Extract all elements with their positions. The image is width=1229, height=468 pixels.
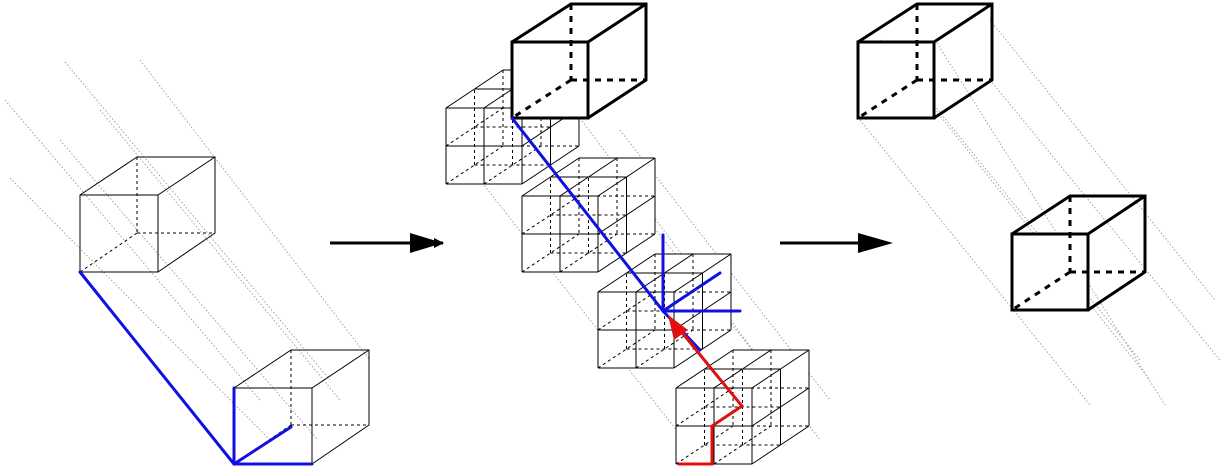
arrow-head-2 xyxy=(858,233,893,253)
right-upper-cube xyxy=(856,2,994,120)
left-blue-path xyxy=(78,270,314,466)
right-panel xyxy=(856,2,1221,406)
left-panel xyxy=(4,59,371,466)
middle-red-path xyxy=(668,315,745,466)
left-lower-cube xyxy=(233,349,370,465)
arrow-head-1 xyxy=(410,233,443,253)
middle-panel xyxy=(445,2,831,466)
middle-bold-cube xyxy=(510,2,648,120)
right-lower-cube xyxy=(1010,194,1147,312)
right-guide-lines xyxy=(859,19,1221,406)
left-upper-cube xyxy=(79,156,216,273)
left-guide-lines xyxy=(4,59,371,441)
